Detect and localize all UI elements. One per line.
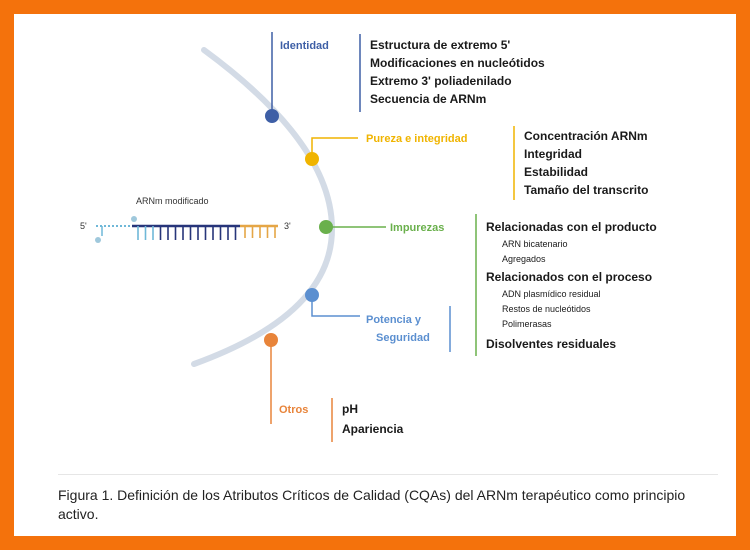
impurities-subitem: ADN plasmídico residual bbox=[502, 289, 601, 299]
impurities-title: Impurezas bbox=[390, 222, 444, 234]
others-item: Apariencia bbox=[342, 422, 404, 436]
group-identity: Identidad Estructura de extremo 5' Modif… bbox=[265, 32, 545, 123]
mrna-cap-knob bbox=[131, 216, 137, 222]
impurities-subitem: Agregados bbox=[502, 254, 546, 264]
mrna-polya-bases bbox=[244, 226, 276, 238]
potency-title: Seguridad bbox=[376, 332, 430, 344]
mrna-bases bbox=[137, 226, 237, 240]
impurities-subitem: Polimerasas bbox=[502, 319, 552, 329]
figure-panel: Identidad Estructura de extremo 5' Modif… bbox=[14, 14, 736, 536]
identity-item: Modificaciones en nucleótidos bbox=[370, 56, 545, 70]
impurities-item: Relacionados con el proceso bbox=[486, 270, 652, 284]
mrna-cap-knob bbox=[95, 237, 101, 243]
others-node bbox=[264, 333, 278, 347]
group-impurities: Impurezas Relacionadas con el producto A… bbox=[319, 214, 657, 356]
impurities-item: Relacionadas con el producto bbox=[486, 220, 657, 234]
impurities-item: Disolventes residuales bbox=[486, 337, 616, 351]
group-others: Otros pH Apariencia bbox=[264, 333, 404, 442]
identity-item: Secuencia de ARNm bbox=[370, 92, 486, 106]
identity-node bbox=[265, 109, 279, 123]
impurities-node bbox=[319, 220, 333, 234]
purity-node bbox=[305, 152, 319, 166]
potency-title: Potencia y bbox=[366, 314, 422, 326]
others-title: Otros bbox=[279, 404, 308, 416]
five-prime-label: 5' bbox=[80, 221, 87, 231]
figure-caption: Figura 1. Definición de los Atributos Cr… bbox=[58, 487, 686, 522]
potency-node bbox=[305, 288, 319, 302]
group-potency: Potencia y Seguridad bbox=[305, 288, 451, 352]
identity-item: Extremo 3' poliadenilado bbox=[370, 74, 512, 88]
impurities-subitem: Restos de nucleótidos bbox=[502, 304, 591, 314]
purity-item: Integridad bbox=[524, 147, 582, 161]
others-item: pH bbox=[342, 402, 358, 416]
impurities-subitem: ARN bicatenario bbox=[502, 239, 568, 249]
identity-item: Estructura de extremo 5' bbox=[370, 38, 510, 52]
purity-item: Concentración ARNm bbox=[524, 129, 648, 143]
cqa-diagram: Identidad Estructura de extremo 5' Modif… bbox=[80, 32, 657, 442]
mrna-label: ARNm modificado bbox=[136, 196, 209, 206]
identity-title: Identidad bbox=[280, 40, 329, 52]
group-purity: Pureza e integridad Concentración ARNm I… bbox=[305, 126, 648, 200]
purity-title: Pureza e integridad bbox=[366, 133, 467, 145]
three-prime-label: 3' bbox=[284, 221, 291, 231]
potency-connector bbox=[311, 295, 360, 317]
mrna-illustration: ARNm modificado 5' 3' bbox=[80, 196, 291, 243]
caption-divider bbox=[58, 474, 718, 475]
purity-item: Tamaño del transcrito bbox=[524, 183, 648, 197]
purity-item: Estabilidad bbox=[524, 165, 588, 179]
quality-arc bbox=[191, 47, 336, 367]
purity-connector bbox=[311, 137, 358, 159]
